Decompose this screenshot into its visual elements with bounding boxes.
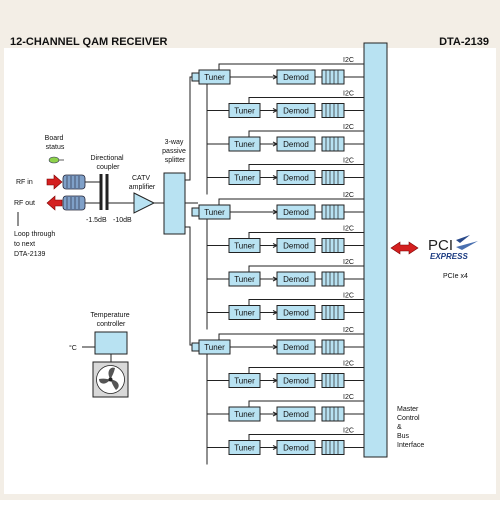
group-coupler-2 bbox=[191, 207, 200, 217]
catv-amplifier-label: CATV amplifier bbox=[129, 175, 156, 191]
fifo-1 bbox=[321, 69, 345, 85]
demod-label-2: Demod bbox=[283, 107, 309, 116]
tuner-label-12: Tuner bbox=[234, 444, 255, 453]
i2c-label-3: I2C bbox=[343, 124, 354, 131]
master-control-label: Master Control & Bus Interface bbox=[397, 406, 424, 449]
tuner-label-11: Tuner bbox=[234, 410, 255, 419]
demod-label-7: Demod bbox=[283, 275, 309, 284]
master-control-box bbox=[363, 42, 388, 458]
tuner-label-7: Tuner bbox=[234, 275, 255, 284]
attenuation-2-label: -10dB bbox=[113, 217, 132, 224]
model-label: DTA-2139 bbox=[439, 36, 489, 48]
demod-label-12: Demod bbox=[283, 444, 309, 453]
board-status-led bbox=[48, 156, 64, 164]
directional-coupler bbox=[99, 174, 109, 210]
fifo-7 bbox=[321, 271, 345, 287]
i2c-label-11: I2C bbox=[343, 394, 354, 401]
demod-label-3: Demod bbox=[283, 140, 309, 149]
degrees-celsius-label: °C bbox=[69, 344, 77, 352]
demod-label-10: Demod bbox=[283, 377, 309, 386]
temperature-controller-label: Temperature controller bbox=[90, 312, 131, 328]
rf-in-label: RF in bbox=[16, 179, 33, 186]
demod-label-4: Demod bbox=[283, 174, 309, 183]
demod-label-8: Demod bbox=[283, 309, 309, 318]
rf-out-connector bbox=[62, 195, 86, 211]
demod-label-9: Demod bbox=[283, 343, 309, 352]
tuner-label-2: Tuner bbox=[234, 107, 255, 116]
fan-icon bbox=[92, 361, 129, 398]
i2c-label-5: I2C bbox=[343, 192, 354, 199]
group-coupler-3 bbox=[191, 342, 200, 352]
demod-label-6: Demod bbox=[283, 242, 309, 251]
i2c-label-8: I2C bbox=[343, 293, 354, 300]
loop-through-label: Loop through to next DTA-2139 bbox=[14, 231, 57, 258]
rf-out-arrow bbox=[46, 195, 63, 211]
i2c-label-2: I2C bbox=[343, 91, 354, 98]
i2c-label-4: I2C bbox=[343, 158, 354, 165]
fifo-4 bbox=[321, 170, 345, 185]
temperature-controller bbox=[94, 331, 128, 355]
fifo-11 bbox=[321, 406, 345, 422]
demod-label-5: Demod bbox=[283, 208, 309, 217]
fifo-8 bbox=[321, 305, 345, 320]
tuner-label-6: Tuner bbox=[234, 242, 255, 251]
tuner-label-10: Tuner bbox=[234, 377, 255, 386]
demod-label-11: Demod bbox=[283, 410, 309, 419]
i2c-label-10: I2C bbox=[343, 361, 354, 368]
svg-text:EXPRESS: EXPRESS bbox=[430, 252, 468, 261]
i2c-label-1: I2C bbox=[343, 57, 354, 64]
group-coupler-1 bbox=[191, 72, 200, 82]
tuner-label-5: Tuner bbox=[204, 208, 225, 217]
splitter-label: 3-way passive splitter bbox=[162, 139, 188, 164]
3-way-splitter bbox=[163, 172, 186, 235]
board-status-label: Board status bbox=[45, 135, 66, 151]
fifo-6 bbox=[321, 238, 345, 253]
fifo-10 bbox=[321, 373, 345, 388]
svg-text:PCI: PCI bbox=[428, 237, 453, 254]
fifo-3 bbox=[321, 136, 345, 152]
attenuation-1-label: -1.5dB bbox=[86, 217, 107, 224]
tuner-label-3: Tuner bbox=[234, 140, 255, 149]
fifo-12 bbox=[321, 440, 345, 455]
rf-in-arrow bbox=[46, 174, 63, 190]
i2c-label-12: I2C bbox=[343, 428, 354, 435]
pci-express-logo: PCI EXPRESS bbox=[428, 235, 478, 261]
directional-coupler-label: Directional coupler bbox=[90, 155, 125, 171]
i2c-label-6: I2C bbox=[343, 226, 354, 233]
rf-in-connector bbox=[62, 174, 86, 190]
tuner-label-1: Tuner bbox=[204, 73, 225, 82]
i2c-label-9: I2C bbox=[343, 327, 354, 334]
diagram-title: 12-CHANNEL QAM RECEIVER bbox=[10, 36, 168, 48]
rf-out-label: RF out bbox=[14, 200, 35, 207]
i2c-label-7: I2C bbox=[343, 259, 354, 266]
demod-label-1: Demod bbox=[283, 73, 309, 82]
fifo-2 bbox=[321, 103, 345, 118]
fifo-9 bbox=[321, 339, 345, 355]
tuner-label-9: Tuner bbox=[204, 343, 225, 352]
catv-amplifier bbox=[133, 192, 156, 214]
pcie-x4-label: PCIe x4 bbox=[443, 273, 468, 280]
fifo-5 bbox=[321, 204, 345, 220]
pci-bus-arrow bbox=[390, 241, 419, 255]
tuner-label-4: Tuner bbox=[234, 174, 255, 183]
tuner-label-8: Tuner bbox=[234, 309, 255, 318]
